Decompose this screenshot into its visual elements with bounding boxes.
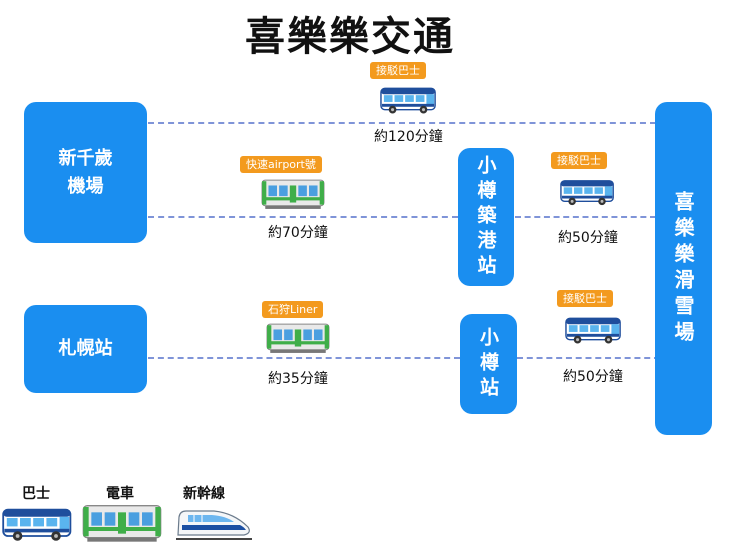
node-shinchitose-airport: 新千歲 機場 — [24, 102, 147, 243]
train-icon — [265, 322, 331, 354]
shinkansen-icon — [174, 503, 254, 543]
route-line-chitose-kiroro — [148, 122, 656, 124]
legend-label-bus: 巴士 — [22, 486, 50, 502]
page-title: 喜樂樂交通 — [245, 14, 455, 60]
train-icon — [80, 503, 164, 543]
node-otaru-station: 小樽站 — [460, 314, 517, 414]
legend-label-train: 電車 — [106, 486, 134, 502]
route-tag-chitose-chikko: 快速airport號 — [240, 156, 322, 173]
route-line-sapporo-otaru — [148, 357, 460, 359]
route-time-otaru-kiroro: 約50分鐘 — [563, 369, 623, 385]
route-line-chitose-chikko — [148, 216, 458, 218]
route-tag-chitose-kiroro: 接駁巴士 — [370, 62, 426, 79]
route-line-chikko-kiroro — [515, 216, 656, 218]
node-kiroro-ski-resort: 喜樂樂滑雪場 — [655, 102, 712, 435]
legend-label-shinkansen: 新幹線 — [183, 486, 225, 502]
route-time-chikko-kiroro: 約50分鐘 — [558, 230, 618, 246]
route-tag-otaru-kiroro: 接駁巴士 — [557, 290, 613, 307]
route-time-chitose-kiroro: 約120分鐘 — [374, 129, 443, 145]
node-sapporo-station: 札幌站 — [24, 305, 147, 393]
bus-icon — [380, 84, 438, 116]
route-time-sapporo-otaru: 約35分鐘 — [268, 371, 328, 387]
route-time-chitose-chikko: 約70分鐘 — [268, 225, 328, 241]
route-tag-sapporo-otaru: 石狩Liner — [262, 301, 324, 318]
bus-icon — [560, 176, 616, 208]
train-icon — [260, 178, 326, 210]
route-line-otaru-kiroro — [517, 357, 660, 359]
bus-icon — [565, 314, 623, 346]
route-tag-chikko-kiroro: 接駁巴士 — [551, 152, 607, 169]
node-otaru-chikko-station: 小樽築港站 — [458, 148, 514, 286]
bus-icon — [2, 505, 74, 543]
